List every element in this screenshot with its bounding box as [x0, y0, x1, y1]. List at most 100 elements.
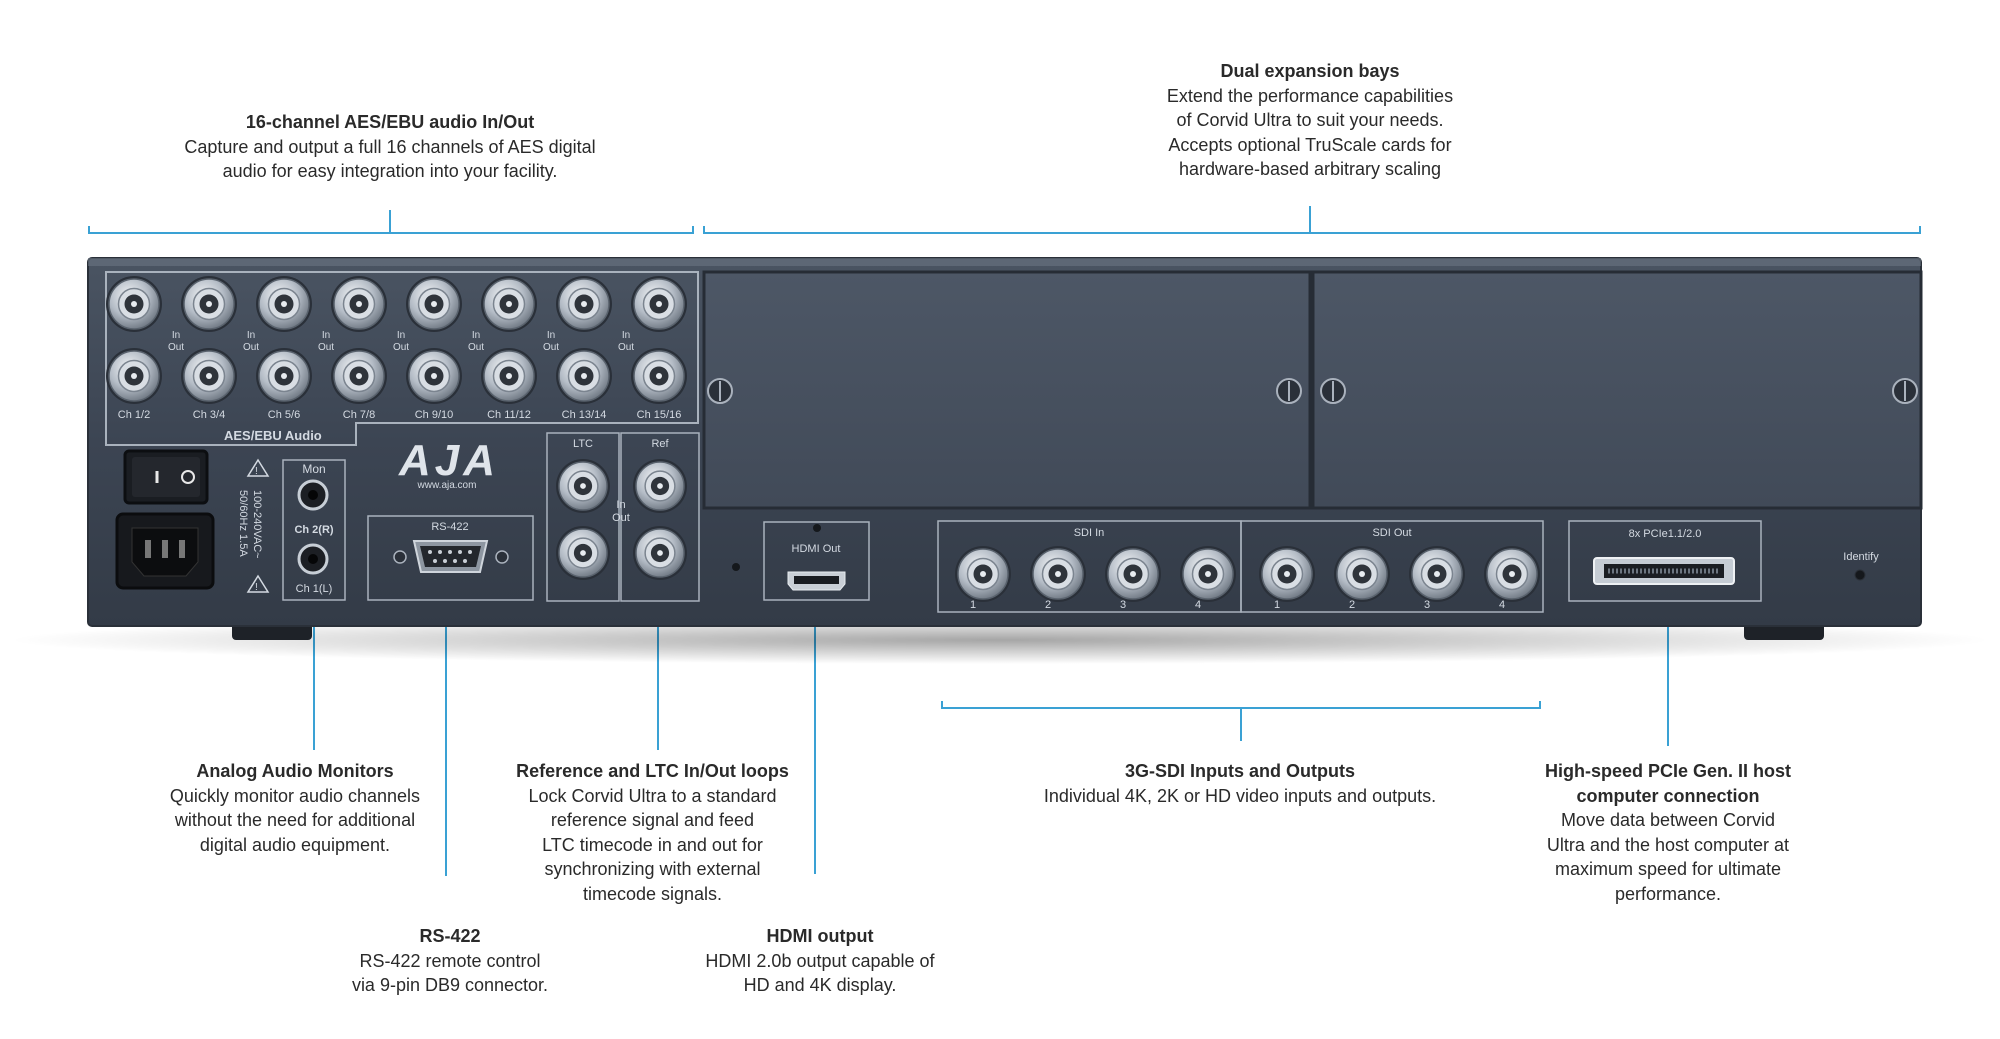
rs422-port[interactable] — [412, 540, 489, 573]
analog-callout-title: Analog Audio Monitors — [196, 761, 394, 781]
aja-logo: AJA — [398, 436, 499, 485]
aes-out-connector[interactable] — [256, 348, 312, 404]
aes-out-connector[interactable] — [331, 348, 387, 404]
sdi-bracket-right-tick — [1539, 701, 1541, 709]
identify-led[interactable] — [1854, 569, 1866, 581]
floor-shadow — [10, 616, 1990, 664]
sdi-in-label: SDI In — [1074, 527, 1105, 539]
aes-out-connector[interactable] — [406, 348, 462, 404]
sdi-in-port-number: 4 — [1195, 599, 1201, 611]
bays-callout: Dual expansion bays Extend the performan… — [1110, 59, 1510, 182]
ref-in-connector[interactable] — [633, 459, 687, 513]
sdi-in-connector[interactable] — [1180, 546, 1236, 602]
aes-channel-label: Ch 9/10 — [415, 409, 454, 421]
ref-callout-title: Reference and LTC In/Out loops — [516, 761, 789, 781]
sdi-in-port-number: 2 — [1045, 599, 1051, 611]
aes-out-connector[interactable] — [106, 348, 162, 404]
sdi-in-connector[interactable] — [955, 546, 1011, 602]
ref-label: Ref — [651, 438, 669, 450]
aes-in-connector[interactable] — [556, 276, 612, 332]
sdi-out-connector[interactable] — [1409, 546, 1465, 602]
sdi-in-connector[interactable] — [1030, 546, 1086, 602]
expansion-bay-2[interactable] — [1311, 270, 1923, 510]
aes-bracket-right-tick — [692, 226, 694, 234]
sdi-in-connector[interactable] — [1105, 546, 1161, 602]
ltc-in-connector[interactable] — [556, 459, 610, 513]
sdi-callout: 3G-SDI Inputs and Outputs Individual 4K,… — [1020, 759, 1460, 808]
bays-callout-title: Dual expansion bays — [1220, 61, 1400, 81]
aes-section-label: AES/EBU Audio — [224, 428, 322, 443]
svg-text:AJA: AJA — [398, 436, 499, 485]
thumbscrew-icon[interactable] — [1892, 378, 1918, 404]
aes-bracket-stem — [389, 210, 391, 232]
hdmi-port[interactable] — [787, 571, 846, 591]
bays-bracket-right-tick — [1919, 226, 1921, 234]
mon-jack-left[interactable] — [297, 543, 329, 575]
bays-bracket-left-tick — [703, 226, 705, 234]
mon-jack-right[interactable] — [297, 479, 329, 511]
hdmi-led — [813, 524, 821, 532]
aes-out-label: Out — [468, 342, 484, 353]
aes-in-label: In — [397, 330, 405, 341]
hdmi-callout-title: HDMI output — [766, 926, 874, 946]
sdi-out-connector[interactable] — [1334, 546, 1390, 602]
thumbscrew-icon[interactable] — [1320, 378, 1346, 404]
aes-channel-label: Ch 11/12 — [487, 409, 531, 421]
pcie-callout: High-speed PCIe Gen. II host computer co… — [1523, 759, 1813, 906]
thumbscrew-icon[interactable] — [1276, 378, 1302, 404]
ref-out-connector[interactable] — [633, 526, 687, 580]
pcie-label: 8x PCIe1.1/2.0 — [1629, 528, 1702, 540]
screw-icon — [495, 550, 509, 564]
aes-in-connector[interactable] — [631, 276, 687, 332]
sdi-out-label: SDI Out — [1372, 527, 1411, 539]
aes-in-label: In — [172, 330, 180, 341]
aes-out-connector[interactable] — [556, 348, 612, 404]
power-off-mark — [181, 470, 195, 484]
hdmi-callout: HDMI output HDMI 2.0b output capable of … — [680, 924, 960, 998]
analog-callout: Analog Audio Monitors Quickly monitor au… — [145, 759, 445, 857]
aes-out-connector[interactable] — [481, 348, 537, 404]
expansion-bay-1[interactable] — [702, 270, 1312, 510]
aes-in-connector[interactable] — [256, 276, 312, 332]
aes-out-label: Out — [168, 342, 184, 353]
aes-in-connector[interactable] — [106, 276, 162, 332]
pcie-port[interactable] — [1593, 557, 1735, 585]
aes-callout: 16-channel AES/EBU audio In/Out Capture … — [150, 110, 630, 184]
pcie-callout-desc: Move data between Corvid Ultra and the h… — [1546, 810, 1790, 904]
sdi-out-frame — [1240, 520, 1544, 613]
rs422-callout: RS-422 RS-422 remote control via 9-pin D… — [330, 924, 570, 998]
sdi-out-connector[interactable] — [1259, 546, 1315, 602]
pcie-frame — [1568, 520, 1762, 602]
aes-in-connector[interactable] — [181, 276, 237, 332]
aes-in-connector[interactable] — [481, 276, 537, 332]
identify-label: Identify — [1843, 551, 1879, 563]
hdmi-leader — [814, 606, 816, 874]
aes-in-label: In — [622, 330, 630, 341]
thumbscrew-icon[interactable] — [707, 378, 733, 404]
sdi-out-port-number: 2 — [1349, 599, 1355, 611]
screw-icon — [393, 550, 407, 564]
bays-bracket — [703, 232, 1921, 234]
ltc-out-connector[interactable] — [556, 526, 610, 580]
aes-channel-label: Ch 5/6 — [268, 409, 300, 421]
aes-in-label: In — [547, 330, 555, 341]
aes-in-connector[interactable] — [406, 276, 462, 332]
mon-frame — [282, 459, 346, 601]
ref-leader — [657, 606, 659, 750]
mon-ch2-label: Ch 2(R) — [294, 524, 333, 536]
website-label: www.aja.com — [417, 480, 477, 491]
bays-bracket-stem — [1309, 206, 1311, 232]
aes-out-connector[interactable] — [631, 348, 687, 404]
aes-out-connector[interactable] — [181, 348, 237, 404]
analog-callout-desc: Quickly monitor audio channels without t… — [169, 785, 421, 855]
hdmi-label: HDMI Out — [792, 543, 841, 555]
sdi-out-connector[interactable] — [1484, 546, 1540, 602]
aes-frame — [105, 271, 699, 446]
bays-callout-desc: Extend the performance capabilities of C… — [1166, 85, 1454, 180]
power-rating-label: 100-240VAC~50/60Hz 1.5A — [237, 490, 263, 559]
sdi-in-port-number: 3 — [1120, 599, 1126, 611]
aes-in-connector[interactable] — [331, 276, 387, 332]
aes-channel-label: Ch 13/14 — [562, 409, 607, 421]
